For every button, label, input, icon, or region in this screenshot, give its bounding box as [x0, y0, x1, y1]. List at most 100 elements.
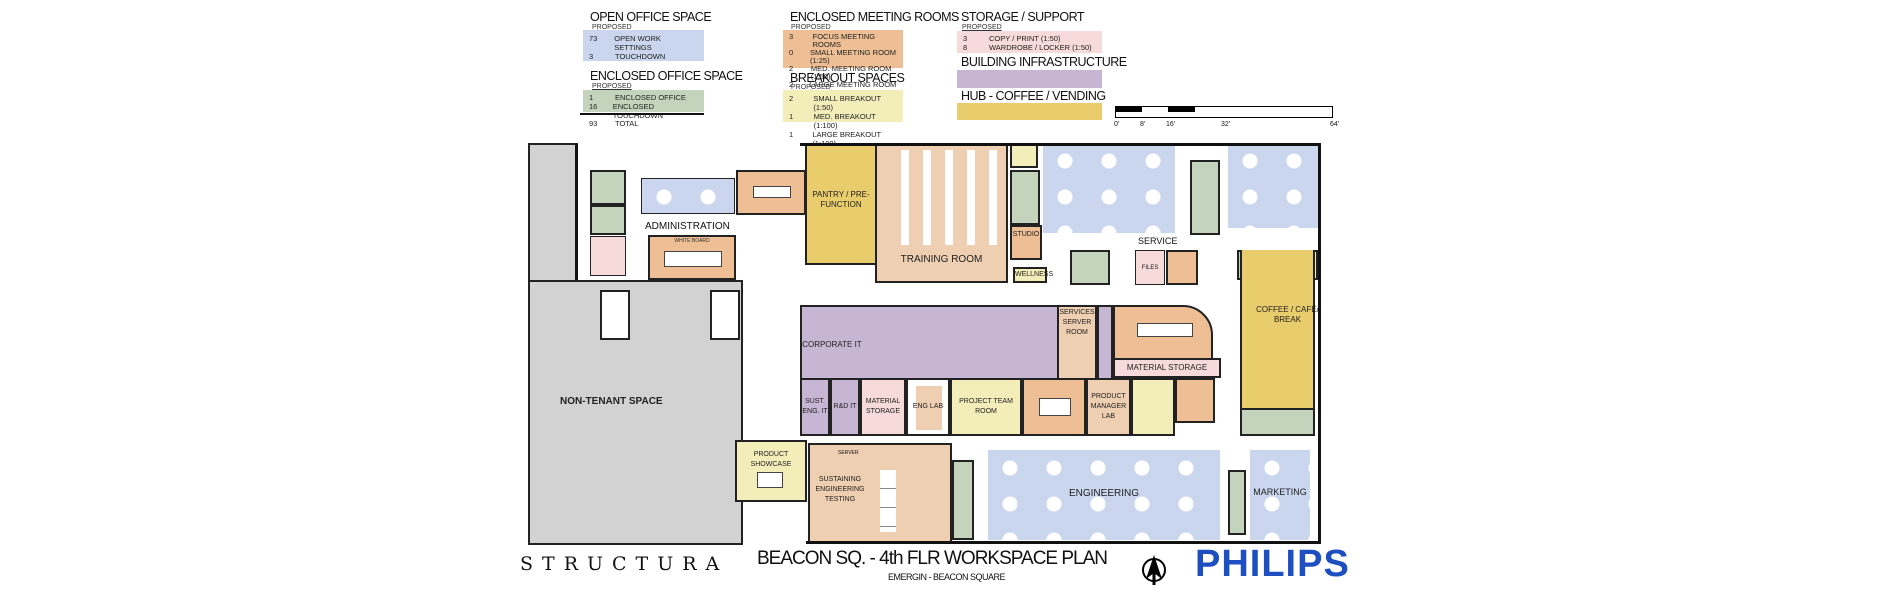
- label: TOUCHDOWN: [615, 52, 666, 61]
- room-label: SERVICES SERVER ROOM: [1059, 309, 1095, 336]
- material-storage: MATERIAL STORAGE: [860, 378, 906, 436]
- room-label: SUSTAINING ENGINEERING TESTING: [815, 476, 865, 503]
- room-label: STUDIO: [1012, 231, 1040, 238]
- legend-title-meeting: ENCLOSED MEETING ROOMS: [790, 10, 959, 24]
- legend-proposed: PROPOSED: [791, 24, 831, 31]
- label: COPY / PRINT (1:50): [989, 34, 1061, 43]
- scale-label: 0': [1114, 121, 1120, 128]
- label: SMALL BREAKOUT (1:50): [813, 94, 881, 112]
- non-tenant-upper: [528, 143, 578, 283]
- room-label: PRODUCT SHOWCASE: [750, 451, 792, 468]
- legend-open-office-box: 73 OPEN WORK SETTINGS 3 TOUCHDOWN: [583, 30, 704, 61]
- label: OPEN WORK SETTINGS: [614, 34, 661, 52]
- material-storage: MATERIAL STORAGE: [1113, 358, 1221, 378]
- legend-proposed: PROPOSED: [791, 84, 831, 91]
- room-label: MARKETING: [1253, 487, 1307, 497]
- room-label: WELLNESS: [1015, 271, 1054, 278]
- label: ENCLOSED TOUCHDOWN: [612, 102, 663, 120]
- legend-proposed: PROPOSED: [962, 24, 1002, 31]
- exterior-wall: [800, 143, 1320, 146]
- shaft: [1097, 305, 1113, 380]
- room-label: TRAINING ROOM: [900, 254, 983, 265]
- count: 3: [963, 34, 968, 43]
- count: 3: [789, 32, 794, 41]
- exterior-wall: [1318, 143, 1321, 543]
- count: 1: [789, 112, 794, 121]
- count: 93: [589, 119, 598, 128]
- room-label: PROJECT TEAM ROOM: [959, 398, 1013, 415]
- count: 0: [789, 48, 794, 57]
- legend-title-hub: HUB - COFFEE / VENDING: [961, 89, 1106, 103]
- legend-meeting-box: 3 FOCUS MEETING ROOMS 0 SMALL MEETING ROOM…: [783, 30, 903, 97]
- product-manager-lab: PRODUCT MANAGER LAB: [1086, 378, 1131, 436]
- legend-proposed: PROPOSED: [592, 24, 632, 31]
- room-label: FILES: [1141, 264, 1159, 271]
- legend-title-open-office: OPEN OFFICE SPACE: [590, 10, 712, 24]
- label: MED. MEETING ROOM (1:50): [810, 64, 892, 81]
- wellness: WELLNESS: [1013, 267, 1054, 283]
- count: 16: [589, 102, 598, 111]
- legend-title-infra: BUILDING INFRASTRUCTURE: [961, 55, 1127, 69]
- legend-title-breakout: BREAKOUT SPACES: [790, 71, 905, 85]
- legend-storage-box: 3 COPY / PRINT (1:50) 8 WARDROBE / LOCKER …: [957, 31, 1102, 53]
- meeting-room: [1022, 378, 1086, 436]
- coffee-cafe-break: COFFEE / CAFE/ BREAK: [1240, 250, 1319, 410]
- legend-infra-swatch: [957, 70, 1102, 88]
- large-meeting-room: [1113, 305, 1213, 360]
- count: 1: [589, 93, 594, 102]
- room-label: R&D IT: [833, 403, 857, 410]
- scale-label: 16': [1166, 121, 1176, 128]
- scale-label: 32': [1221, 121, 1231, 128]
- eng-lab: ENG LAB: [906, 378, 950, 436]
- legend-proposed: PROPOSED: [592, 83, 632, 90]
- room-label: ENGINEERING: [1068, 488, 1139, 499]
- philips-logo: PHILIPS: [1195, 543, 1350, 585]
- room-label: NON-TENANT SPACE: [560, 396, 663, 407]
- plan-subtitle: EMERGIN - BEACON SQUARE: [888, 572, 1006, 582]
- count: 2: [789, 94, 794, 103]
- service-workstations: [1228, 143, 1320, 228]
- legend-hub-swatch: [957, 103, 1102, 120]
- enclosed-touchdown: [952, 460, 974, 540]
- services-server-room: SERVICES SERVER ROOM: [1057, 305, 1097, 380]
- count: 8: [963, 43, 968, 52]
- room-label: PRODUCT MANAGER LAB: [1090, 393, 1127, 420]
- label: WARDROBE / LOCKER (1:50): [989, 43, 1092, 52]
- room-label: MATERIAL STORAGE: [865, 398, 901, 415]
- label: FOCUS MEETING ROOMS: [812, 32, 876, 49]
- marketing-workstations: MARKETING: [1250, 450, 1310, 540]
- product-showcase: PRODUCT SHOWCASE: [735, 440, 807, 502]
- admin-conference-room: WHITE BOARD: [648, 235, 736, 280]
- enclosed-office: [590, 170, 626, 205]
- engineering-workstations: ENGINEERING: [988, 450, 1220, 540]
- sust-eng-it: SUST. ENG. IT: [800, 378, 830, 436]
- legend-title-enclosed-office: ENCLOSED OFFICE SPACE: [590, 69, 743, 83]
- server-label: SERVER: [838, 450, 859, 456]
- north-arrow-icon: [1142, 555, 1166, 585]
- service-workstations: [1043, 143, 1175, 233]
- count: 3: [589, 52, 594, 61]
- room-label: SUST. ENG. IT: [802, 398, 828, 415]
- whiteboard-label: WHITE BOARD: [674, 238, 710, 244]
- plan-title: BEACON SQ. - 4th FLR WORKSPACE PLAN: [757, 548, 1108, 569]
- non-tenant-space: NON-TENANT SPACE: [528, 280, 743, 545]
- admin-workstations: [641, 178, 735, 214]
- pantry-pre-function: PANTRY / PRE-FUNCTION: [805, 143, 877, 265]
- exterior-wall: [806, 541, 1321, 544]
- count: 2: [789, 80, 794, 89]
- room-label: CORPORATE IT: [802, 340, 862, 349]
- storage-room: [590, 236, 626, 276]
- label: SMALL MEETING ROOM (1:25): [810, 48, 896, 65]
- rd-it: R&D IT: [830, 378, 860, 436]
- meeting-room: [736, 170, 806, 215]
- count: 1: [789, 130, 794, 139]
- room-label-administration: ADMINISTRATION: [645, 221, 730, 232]
- breakout: [1131, 378, 1175, 436]
- scale-label: 8': [1140, 121, 1146, 128]
- legend-title-storage: STORAGE / SUPPORT: [961, 10, 1085, 24]
- count: 73: [589, 34, 598, 43]
- label: ENCLOSED OFFICE: [615, 93, 686, 102]
- training-room: TRAINING ROOM: [875, 143, 1008, 283]
